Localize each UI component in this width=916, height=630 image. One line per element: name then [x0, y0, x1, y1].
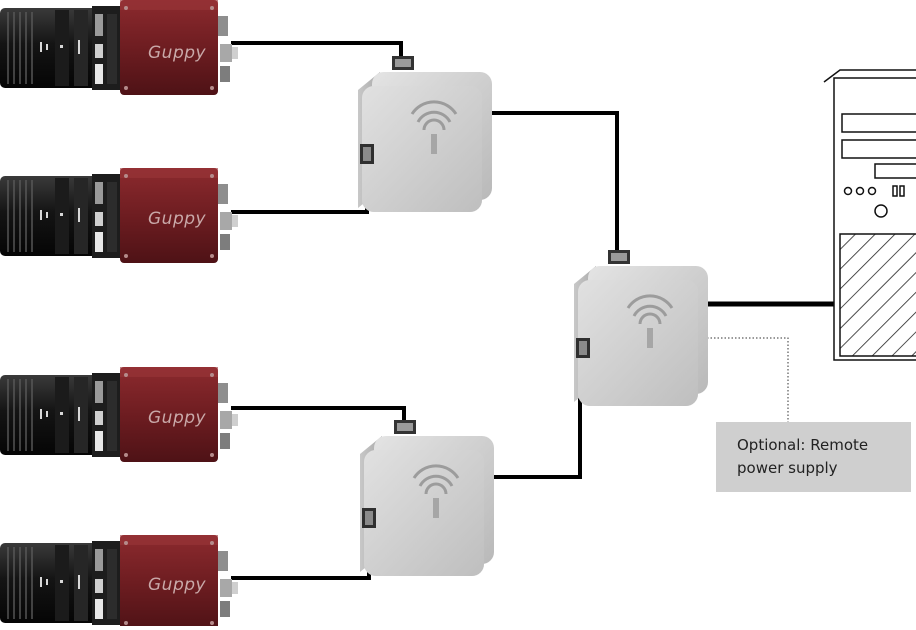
- camera-3-brand: Guppy: [148, 408, 207, 428]
- camera-1: Guppy: [0, 0, 239, 96]
- cable-camera-3-to-hub-bottom: [231, 406, 406, 432]
- remote-power-connector-line: [693, 337, 789, 422]
- hub-bottom: [358, 418, 496, 578]
- remote-power-supply-note: Optional: Remote power supply: [716, 422, 911, 492]
- cable-hub-top-to-hub-center: [478, 111, 619, 262]
- hub-top: [356, 54, 494, 214]
- camera-1-brand: Guppy: [148, 43, 207, 63]
- hub-center-icon: [572, 248, 710, 408]
- cables: [231, 41, 840, 580]
- camera-4-brand: Guppy: [148, 575, 207, 595]
- hub-center: [572, 248, 710, 408]
- camera-3: Guppy: [0, 366, 239, 463]
- pc-tower-icon: [823, 69, 916, 361]
- camera-2-brand: Guppy: [148, 209, 207, 229]
- cable-camera-4-to-hub-bottom: [231, 550, 371, 580]
- note-line-1: Optional: Remote: [737, 436, 869, 454]
- cable-camera-1-to-hub-top: [231, 41, 403, 68]
- camera-4: Guppy: [0, 534, 239, 630]
- cable-hub-bottom-to-hub-center: [480, 378, 582, 479]
- hub-bottom-icon: [358, 418, 496, 578]
- camera-2: Guppy: [0, 167, 239, 264]
- hub-top-icon: [356, 54, 494, 214]
- cable-camera-2-to-hub-top: [231, 185, 369, 214]
- note-line-2: power supply: [737, 459, 838, 477]
